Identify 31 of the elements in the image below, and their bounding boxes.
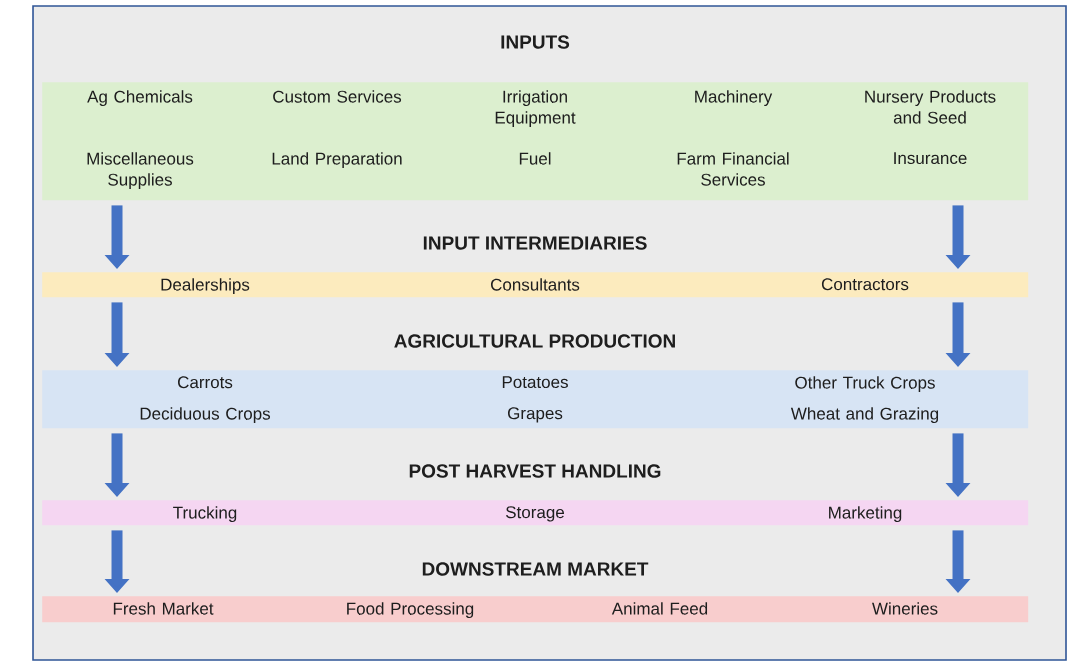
item-label: Consultants	[491, 278, 580, 291]
item-label: Ag Chemicals	[87, 90, 193, 107]
item-label: Food Processing	[347, 602, 474, 619]
band-heading: INPUTS	[501, 35, 570, 49]
item-label: Land Preparation	[272, 152, 402, 169]
item-label: Machinery	[695, 90, 773, 107]
item-label: Marketing	[829, 506, 902, 523]
item-label: Dealerships	[161, 278, 250, 295]
item-label: Animal Feed	[611, 602, 708, 615]
band-heading: AGRICULTURAL PRODUCTION	[394, 334, 675, 348]
band-heading: DOWNSTREAM MARKET	[422, 562, 649, 576]
item-label: Carrots	[178, 376, 233, 389]
item-label: Storage	[506, 506, 564, 522]
item-label: Irrigation Equipment	[495, 90, 576, 128]
item-label: Trucking	[173, 506, 237, 523]
item-label: Fuel	[519, 152, 551, 165]
item-label: Wineries	[872, 602, 938, 615]
item-label: Potatoes	[502, 376, 568, 389]
item-label: Other Truck Crops	[795, 376, 935, 393]
item-label: Farm Financial Services	[677, 152, 789, 186]
item-label: Grapes	[508, 407, 563, 423]
item-label: Deciduous Crops	[140, 407, 271, 424]
item-label: Fresh Market	[113, 602, 214, 615]
band-heading: POST HARVEST HANDLING	[409, 464, 661, 478]
item-label: Contractors	[821, 278, 909, 291]
item-label: Wheat and Grazing	[790, 407, 939, 424]
item-label: Nursery Products and Seed	[865, 90, 996, 124]
item-label: Custom Services	[273, 90, 402, 103]
item-label: Miscellaneous Supplies	[87, 152, 194, 190]
band-heading: INPUT INTERMEDIARIES	[423, 236, 647, 250]
item-label: Insurance	[894, 152, 967, 165]
